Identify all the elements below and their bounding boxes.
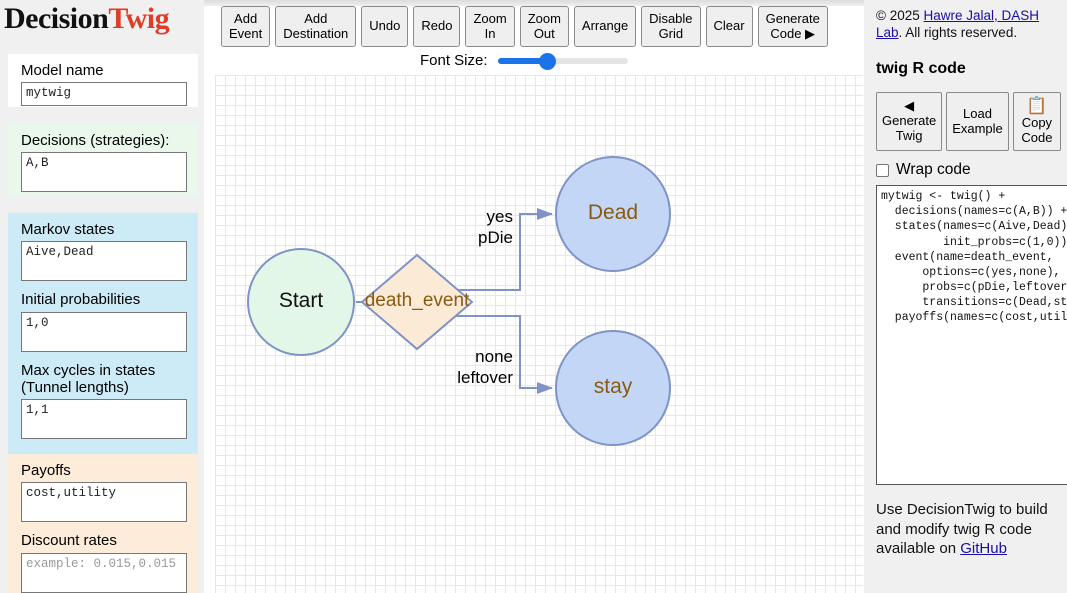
edge-label-line1: none [475, 347, 513, 366]
edge-label-yes-pdie: yes pDie [395, 206, 513, 249]
font-size-slider[interactable] [497, 52, 628, 70]
generate-twig-label: Generate Twig [882, 113, 937, 144]
edge-label-line2: pDie [478, 228, 513, 248]
zoom-out-button[interactable]: Zoom Out [519, 6, 569, 48]
edge-label-none-leftover: none leftover [395, 346, 513, 389]
generate-twig-button[interactable]: ◀ Generate Twig [876, 91, 943, 152]
author-link[interactable]: Hawre Jalal, DASH Lab [876, 8, 1040, 40]
copy-code-button[interactable]: 📋 Copy Code [1012, 91, 1061, 152]
label-discount-rates: Discount rates [21, 532, 117, 550]
app-logo: DecisionTwig [4, 2, 170, 36]
main-toolbar: Add Event Add Destination Undo Redo Zoom… [221, 6, 828, 48]
github-link[interactable]: GitHub [960, 540, 1007, 558]
logo-text-twig: Twig [108, 2, 170, 35]
right-panel: © 2025 Hawre Jalal, DASH Lab. All rights… [864, 0, 1067, 593]
slider-thumb[interactable] [538, 52, 556, 70]
clipboard-icon: 📋 [1026, 95, 1048, 115]
copyright-notice: © 2025 Hawre Jalal, DASH Lab. All rights… [876, 8, 1061, 42]
edge-label-line2: leftover [457, 368, 513, 388]
code-actions: ◀ Generate Twig Load Example 📋 Copy Code [876, 91, 1061, 152]
footer-text: Use DecisionTwig to build and modify twi… [876, 501, 1048, 558]
node-dead[interactable] [555, 156, 671, 272]
footer-note: Use DecisionTwig to build and modify twi… [876, 500, 1060, 559]
input-max-cycles[interactable] [21, 399, 187, 439]
input-model-name[interactable] [21, 82, 187, 107]
input-discount-rates[interactable] [21, 552, 187, 593]
load-example-label: Load Example [952, 105, 1003, 136]
node-stay[interactable] [555, 330, 671, 446]
section-decisions: Decisions (strategies): [8, 124, 198, 196]
label-payoffs: Payoffs [21, 462, 71, 479]
left-triangle-icon: ◀ [904, 97, 915, 113]
top-strip [204, 0, 1067, 6]
panel-title: twig R code [876, 59, 966, 77]
redo-button[interactable]: Redo [413, 6, 461, 48]
font-size-control: Font Size: [420, 52, 628, 70]
add-event-button[interactable]: Add Event [221, 6, 271, 48]
wrap-code-checkbox[interactable] [876, 163, 889, 177]
load-example-button[interactable]: Load Example [946, 91, 1009, 152]
diagram-canvas[interactable]: Start death_event Dead stay yes pDie non… [215, 75, 863, 593]
logo-text-decision: Decision [4, 2, 109, 35]
arrange-button[interactable]: Arrange [573, 6, 637, 48]
clear-button[interactable]: Clear [705, 6, 753, 48]
node-death-event[interactable] [360, 253, 474, 351]
font-size-label: Font Size: [420, 52, 488, 69]
label-initial-probabilities: Initial probabilities [21, 291, 141, 309]
wrap-code-row[interactable]: Wrap code [876, 161, 1061, 179]
generate-code-button[interactable]: Generate Code ▶ [757, 6, 828, 48]
add-destination-button[interactable]: Add Destination [275, 6, 357, 48]
left-sidebar: DecisionTwig Model name Decisions (strat… [0, 0, 204, 593]
section-markov: Markov states Initial probabilities Max … [8, 213, 198, 456]
diagram-svg [247, 156, 671, 446]
copy-code-label: Copy Code [1021, 115, 1053, 146]
copyright-prefix: © 2025 [876, 8, 924, 23]
label-max-cycles: Max cycles in states (Tunnel lengths) [21, 361, 156, 396]
zoom-in-button[interactable]: Zoom In [465, 6, 515, 48]
disable-grid-button[interactable]: Disable Grid [641, 6, 701, 48]
slider-track [497, 57, 628, 64]
node-start[interactable] [247, 248, 355, 356]
section-payoffs: Payoffs Discount rates [8, 454, 198, 593]
input-payoffs[interactable] [21, 482, 187, 523]
copyright-suffix: . All rights reserved. [898, 24, 1018, 40]
label-markov-states: Markov states [21, 221, 115, 238]
label-model-name: Model name [21, 62, 104, 79]
wrap-code-label: Wrap code [896, 161, 971, 179]
section-model-name: Model name [8, 54, 198, 107]
label-decisions: Decisions (strategies): [21, 132, 170, 149]
edge-label-line1: yes [486, 207, 513, 226]
r-code-textarea[interactable] [876, 185, 1067, 486]
undo-button[interactable]: Undo [361, 6, 409, 48]
input-decisions[interactable] [21, 152, 187, 193]
edge-death-event-to-dead [456, 208, 553, 291]
input-markov-states[interactable] [21, 241, 187, 282]
slider-fill [497, 57, 547, 64]
input-initial-probabilities[interactable] [21, 311, 187, 352]
edge-death-event-to-stay [456, 315, 553, 394]
